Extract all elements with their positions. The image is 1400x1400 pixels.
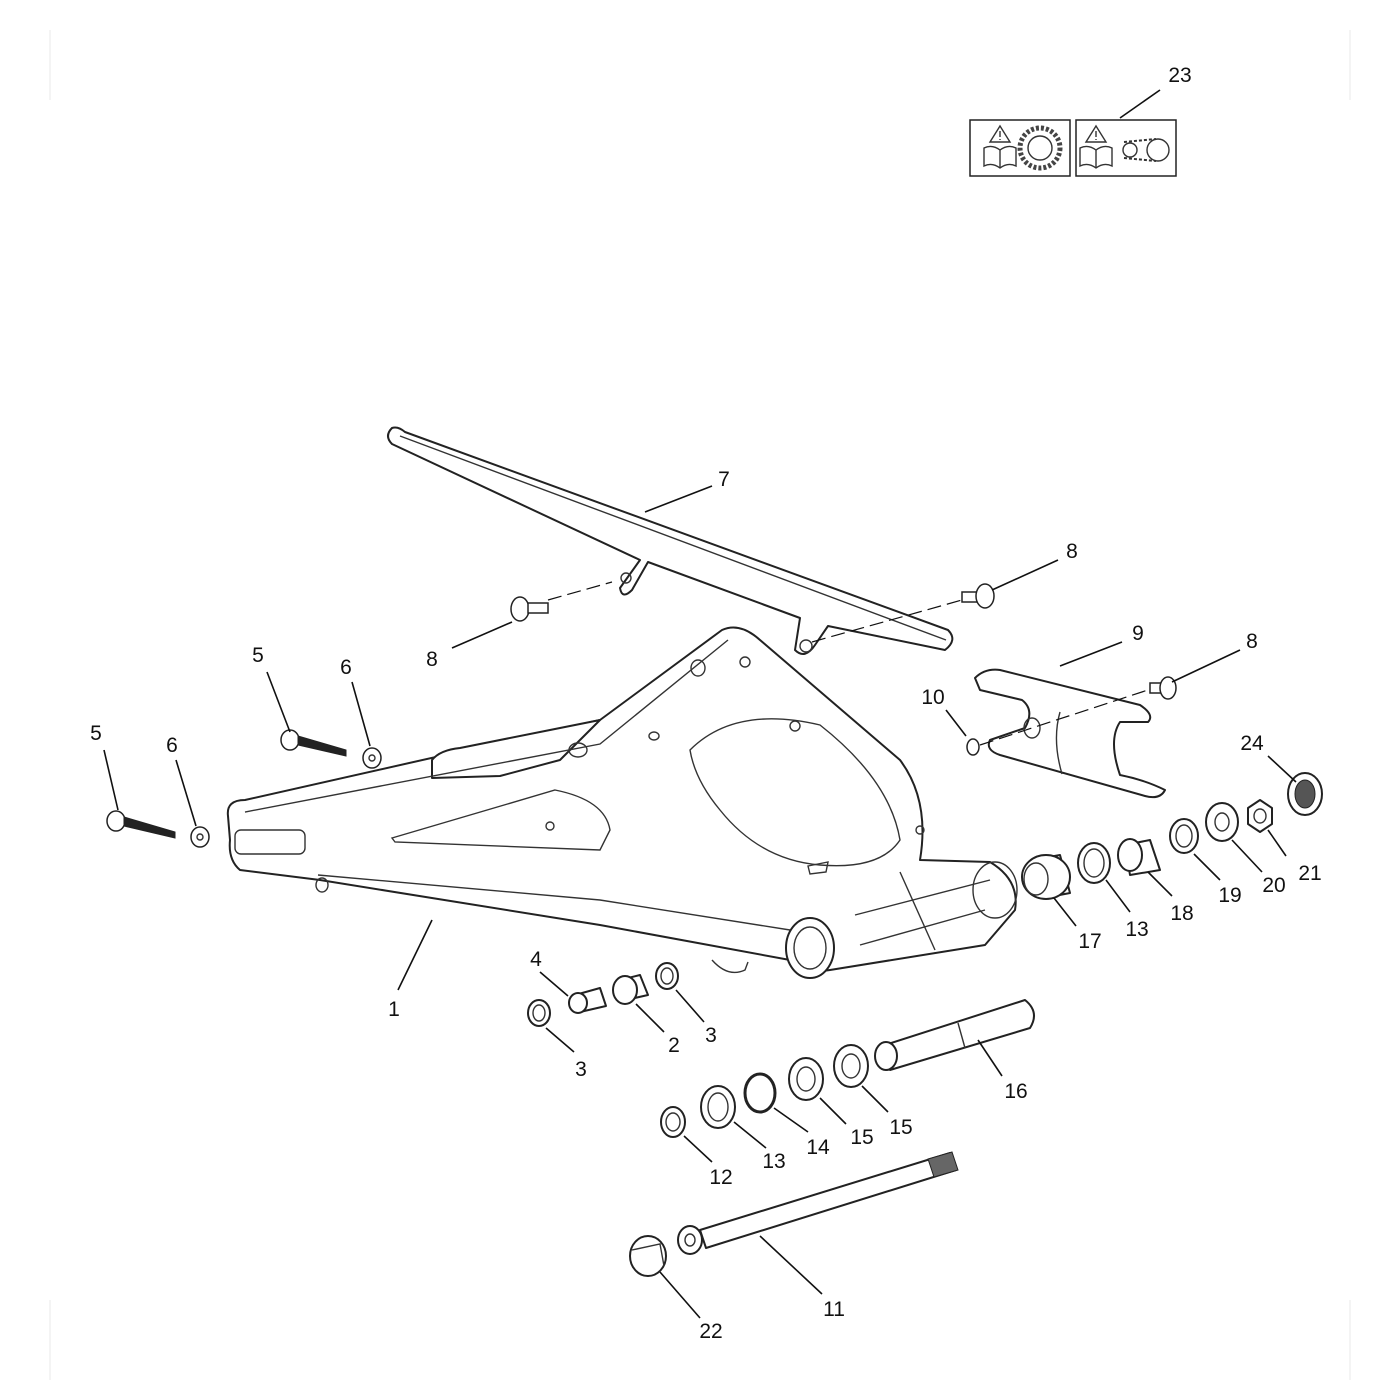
callout-24: 24 — [1240, 732, 1264, 755]
spindle-11 — [677, 1151, 959, 1255]
callout-18: 18 — [1170, 902, 1194, 925]
seal-3-upper — [655, 962, 679, 990]
callout-22: 23 — [1168, 64, 1192, 87]
bolt-8-right — [1149, 676, 1177, 700]
bearing-15-left — [788, 1057, 824, 1101]
frame-marks — [49, 30, 1351, 1380]
bearing-13-left — [700, 1085, 736, 1129]
callout-10: 10 — [921, 686, 945, 709]
callout-20: 20 — [1262, 874, 1286, 897]
bolt-8-left — [510, 596, 549, 622]
manual-book-icon — [983, 145, 1017, 169]
warning-triangle-icon — [1084, 124, 1108, 143]
seal-3-lower — [527, 999, 551, 1027]
callout-14: 14 — [806, 1136, 830, 1159]
callout-6-upper: 6 — [340, 656, 352, 679]
nut-6-lower — [190, 826, 210, 848]
assembly-line — [979, 689, 1149, 746]
spacer-17 — [1021, 854, 1071, 900]
bushing-2 — [612, 974, 649, 1005]
callout-13-right: 13 — [1125, 918, 1149, 941]
spacer-4 — [568, 987, 607, 1014]
callout-16: 16 — [1004, 1080, 1028, 1103]
bolt-5-lower — [106, 810, 176, 839]
sleeve-18 — [1117, 838, 1161, 876]
circlip-14 — [743, 1072, 777, 1114]
callout-8-upper: 8 — [1066, 540, 1078, 563]
callout-9: 9 — [1132, 622, 1144, 645]
callout-15-left: 15 — [850, 1126, 874, 1149]
swingarm — [226, 626, 1018, 979]
pivot-sleeve-16 — [874, 999, 1035, 1071]
callout-21: 21 — [1298, 862, 1322, 885]
chain-icon — [1122, 138, 1170, 162]
nut-21 — [1247, 799, 1273, 833]
callout-6-lower: 6 — [166, 734, 178, 757]
callout-13-left: 13 — [762, 1150, 786, 1173]
assembly-line — [547, 581, 613, 601]
callout-23: 22 — [699, 1320, 723, 1343]
callout-11: 11 — [823, 1298, 845, 1321]
washer-10 — [966, 738, 980, 756]
callout-8-left: 8 — [426, 648, 438, 671]
callout-19: 19 — [1218, 884, 1242, 907]
callout-3-upper: 3 — [705, 1024, 717, 1047]
chain-slider — [974, 668, 1166, 799]
sprocket-icon — [1017, 125, 1063, 171]
bearing-15-right — [833, 1044, 869, 1088]
washer-20 — [1205, 802, 1239, 842]
callout-15-right: 15 — [889, 1116, 913, 1139]
callout-7: 7 — [718, 468, 730, 491]
callout-2: 2 — [668, 1034, 680, 1057]
callout-3-lower: 3 — [575, 1058, 587, 1081]
callout-4: 4 — [530, 948, 542, 971]
cap-23 — [629, 1235, 667, 1277]
bearing-13-right — [1077, 842, 1111, 884]
assembly-line — [811, 599, 963, 643]
bolt-8-upper — [961, 583, 995, 609]
nut-6-upper — [362, 747, 382, 769]
callout-5-lower: 5 — [90, 722, 102, 745]
chain-guard — [387, 426, 954, 655]
leader-lines — [103, 89, 1297, 1319]
warning-triangle-icon — [988, 124, 1012, 143]
seal-12 — [660, 1106, 686, 1138]
manual-book-icon — [1079, 145, 1113, 169]
bushing-19 — [1169, 818, 1199, 854]
callout-17: 17 — [1078, 930, 1102, 953]
callout-12: 12 — [709, 1166, 733, 1189]
cap-24 — [1287, 772, 1323, 816]
warning-labels — [969, 119, 1177, 177]
bolt-5-upper — [280, 729, 347, 757]
callout-5-upper: 5 — [252, 644, 264, 667]
callout-1: 1 — [388, 998, 400, 1021]
callout-8-right: 8 — [1246, 630, 1258, 653]
